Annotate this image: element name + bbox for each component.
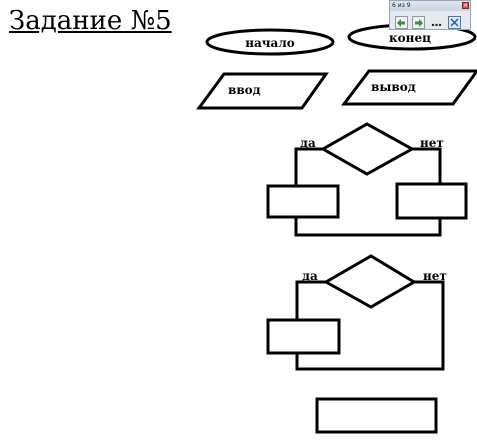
short-branch-decision[interactable]	[322, 254, 417, 309]
full-branch-left-line	[294, 147, 323, 186]
close-icon[interactable]: ×	[462, 2, 469, 9]
output-label: вывод	[371, 80, 416, 94]
slide-counter: 6 из 9	[392, 2, 411, 9]
full-branch-no-label: нет	[420, 136, 444, 150]
full-branch-merge-line	[294, 217, 442, 237]
end-label: конец	[389, 31, 431, 45]
full-branch-no-process[interactable]	[395, 182, 468, 220]
full-branch-decision[interactable]	[319, 122, 416, 176]
toolbar-titlebar: 6 из 9 ×	[390, 1, 470, 11]
full-branch-yes-label: да	[300, 136, 316, 150]
previous-slide-icon[interactable]	[395, 14, 408, 29]
short-branch-yes-process[interactable]	[266, 318, 341, 355]
start-terminator[interactable]	[205, 28, 335, 56]
input-label: ввод	[228, 83, 261, 97]
start-label: начало	[245, 36, 295, 50]
more-options-icon[interactable]	[430, 14, 443, 27]
short-branch-block: да нет	[266, 254, 447, 371]
short-branch-no-label: нет	[423, 269, 447, 283]
short-branch-left-line	[295, 280, 326, 320]
full-branch-right-line	[412, 147, 442, 184]
full-branch-yes-process[interactable]	[266, 184, 340, 219]
slide-navigation-toolbar: 6 из 9 ×	[389, 0, 471, 30]
short-branch-right-line	[295, 280, 445, 371]
slide-title: Задание №5	[9, 6, 172, 36]
output-parallelogram[interactable]	[340, 69, 477, 106]
short-branch-yes-label: да	[302, 269, 318, 283]
process-block[interactable]	[315, 397, 438, 434]
next-slide-icon[interactable]	[412, 14, 425, 29]
slide-navigator-icon[interactable]	[448, 14, 461, 29]
input-parallelogram[interactable]	[196, 72, 329, 110]
full-branch-block: да нет	[266, 122, 468, 237]
